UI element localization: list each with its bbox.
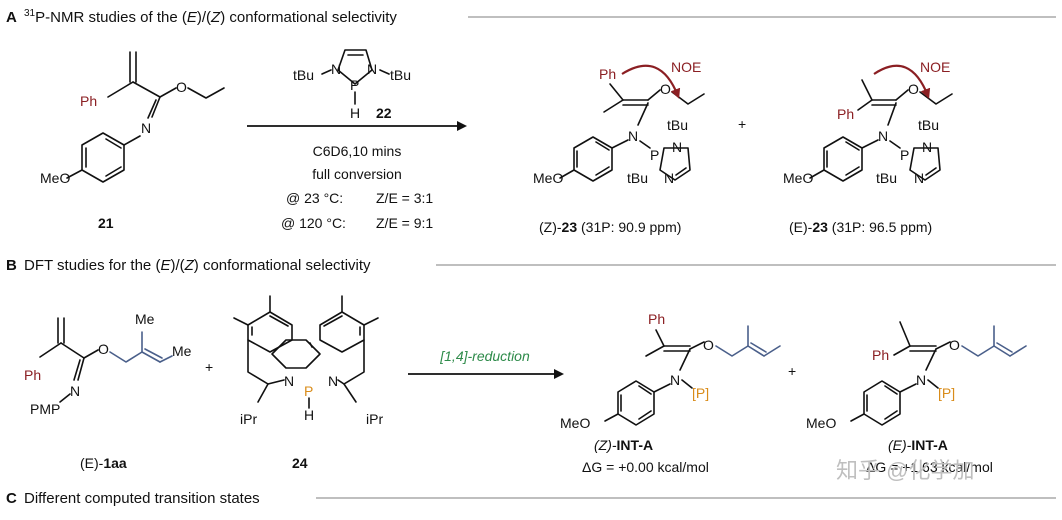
svg-text:N: N bbox=[922, 139, 932, 155]
svg-text:Ph: Ph bbox=[837, 106, 854, 122]
svg-text:Ph: Ph bbox=[599, 66, 616, 82]
noe-label-e: NOE bbox=[920, 59, 950, 75]
section-b-header: B DFT studies for the (E)/(Z) conformati… bbox=[6, 257, 1056, 274]
energy-e: ΔG = +1.63 kcal/mol bbox=[866, 459, 993, 475]
svg-text:N: N bbox=[284, 373, 294, 389]
svg-text:tBu: tBu bbox=[876, 170, 897, 186]
condition-2-ratio: Z/E = 9:1 bbox=[376, 215, 433, 231]
svg-text:H: H bbox=[350, 105, 360, 121]
compound-e-23: Ph O N MeO P N N tBu tBu NOE (E)-23 (31P… bbox=[783, 59, 953, 235]
compound-e-1aa: Ph O Me Me N PMP (E)-1aa bbox=[24, 311, 192, 471]
compound-24: N N P H iPr iPr 24 bbox=[233, 295, 383, 471]
section-c-title: Different computed transition states bbox=[24, 490, 260, 507]
compound-z-23-label: (Z)-23 (31P: 90.9 ppm) bbox=[539, 219, 681, 235]
condition-2-temp: @ 120 °C: bbox=[281, 215, 346, 231]
svg-text:tBu: tBu bbox=[293, 67, 314, 83]
svg-text:MeO: MeO bbox=[560, 415, 590, 431]
svg-text:N: N bbox=[70, 383, 80, 399]
svg-text:PMP: PMP bbox=[30, 401, 60, 417]
compound-e-int-a: Ph O N [P] MeO (E)-INT-A ΔG = +1.63 kcal… bbox=[806, 321, 1027, 475]
compound-e-int-a-label: (E)-INT-A bbox=[888, 437, 948, 453]
svg-text:iPr: iPr bbox=[240, 411, 257, 427]
svg-text:N: N bbox=[628, 128, 638, 144]
svg-text:Me: Me bbox=[172, 343, 192, 359]
reaction-conditions-a: C6D6,10 mins full conversion @ 23 °C: Z/… bbox=[281, 143, 433, 231]
svg-text:iPr: iPr bbox=[366, 411, 383, 427]
svg-text:N: N bbox=[672, 139, 682, 155]
svg-text:N: N bbox=[367, 61, 377, 77]
svg-text:O: O bbox=[98, 341, 109, 357]
condition-solvent: C6D6,10 mins bbox=[313, 143, 402, 159]
svg-text:P: P bbox=[304, 383, 313, 399]
compound-z-int-a-label: (Z)-INT-A bbox=[594, 437, 653, 453]
section-a-header: A 31P-NMR studies of the (E)/(Z) conform… bbox=[6, 8, 1056, 26]
svg-text:MeO: MeO bbox=[533, 170, 563, 186]
section-c-letter: C bbox=[6, 490, 17, 507]
svg-text:N: N bbox=[328, 373, 338, 389]
section-b-letter: B bbox=[6, 257, 17, 274]
svg-text:O: O bbox=[908, 81, 919, 97]
svg-text:tBu: tBu bbox=[918, 117, 939, 133]
svg-text:[P]: [P] bbox=[938, 385, 955, 401]
energy-z: ΔG = +0.00 kcal/mol bbox=[582, 459, 709, 475]
compound-z-int-a: Ph O N [P] MeO (Z)-INT-A ΔG = +0.00 kcal… bbox=[560, 311, 781, 475]
compound-21-number: 21 bbox=[98, 215, 114, 231]
svg-text:tBu: tBu bbox=[627, 170, 648, 186]
svg-text:N: N bbox=[914, 170, 924, 186]
plus-sign-b1: + bbox=[205, 359, 213, 375]
noe-label-z: NOE bbox=[671, 59, 701, 75]
svg-text:[P]: [P] bbox=[692, 385, 709, 401]
svg-text:tBu: tBu bbox=[667, 117, 688, 133]
compound-22-number: 22 bbox=[376, 105, 392, 121]
svg-text:P: P bbox=[650, 147, 659, 163]
noe-arrow-z bbox=[621, 64, 681, 99]
svg-text:N: N bbox=[670, 372, 680, 388]
compound-24-number: 24 bbox=[292, 455, 308, 471]
svg-text:O: O bbox=[660, 81, 671, 97]
compound-22: N N P H tBu tBu 22 bbox=[293, 49, 411, 121]
svg-text:N: N bbox=[664, 170, 674, 186]
svg-text:tBu: tBu bbox=[390, 67, 411, 83]
plus-sign-a: + bbox=[738, 116, 746, 132]
compound-21: Ph O N MeO 21 bbox=[40, 51, 225, 231]
section-a-letter: A bbox=[6, 9, 17, 26]
svg-text:N: N bbox=[331, 61, 341, 77]
svg-text:MeO: MeO bbox=[783, 170, 813, 186]
svg-text:N: N bbox=[916, 372, 926, 388]
plus-sign-b2: + bbox=[788, 363, 796, 379]
svg-text:Me: Me bbox=[135, 311, 155, 327]
svg-text:O: O bbox=[176, 79, 187, 95]
section-b-title: DFT studies for the (E)/(Z) conformation… bbox=[24, 257, 371, 274]
phenyl-label: Ph bbox=[80, 93, 97, 109]
svg-text:MeO: MeO bbox=[806, 415, 836, 431]
svg-text:O: O bbox=[949, 337, 960, 353]
compound-e-1aa-label: (E)-1aa bbox=[80, 455, 127, 471]
svg-text:N: N bbox=[878, 128, 888, 144]
compound-e-23-label: (E)-23 (31P: 96.5 ppm) bbox=[789, 219, 932, 235]
noe-arrow-e bbox=[873, 64, 931, 99]
compound-z-23: Ph O N MeO P N N tBu tBu NOE (Z)-23 (31P… bbox=[533, 59, 705, 235]
section-a-title: 31P-NMR studies of the (E)/(Z) conformat… bbox=[24, 8, 397, 26]
watermark: 知乎 @化学加 bbox=[836, 458, 974, 483]
svg-text:H: H bbox=[304, 407, 314, 423]
svg-text:Ph: Ph bbox=[24, 367, 41, 383]
condition-1-temp: @ 23 °C: bbox=[286, 190, 343, 206]
svg-text:N: N bbox=[141, 120, 151, 136]
reduction-label: [1,4]-reduction bbox=[439, 348, 530, 364]
svg-text:Ph: Ph bbox=[872, 347, 889, 363]
section-c-header: C Different computed transition states bbox=[6, 490, 1056, 507]
svg-text:P: P bbox=[350, 77, 359, 93]
svg-text:O: O bbox=[703, 337, 714, 353]
svg-text:MeO: MeO bbox=[40, 170, 70, 186]
condition-1-ratio: Z/E = 3:1 bbox=[376, 190, 433, 206]
svg-text:Ph: Ph bbox=[648, 311, 665, 327]
condition-conversion: full conversion bbox=[312, 166, 402, 182]
svg-text:P: P bbox=[900, 147, 909, 163]
